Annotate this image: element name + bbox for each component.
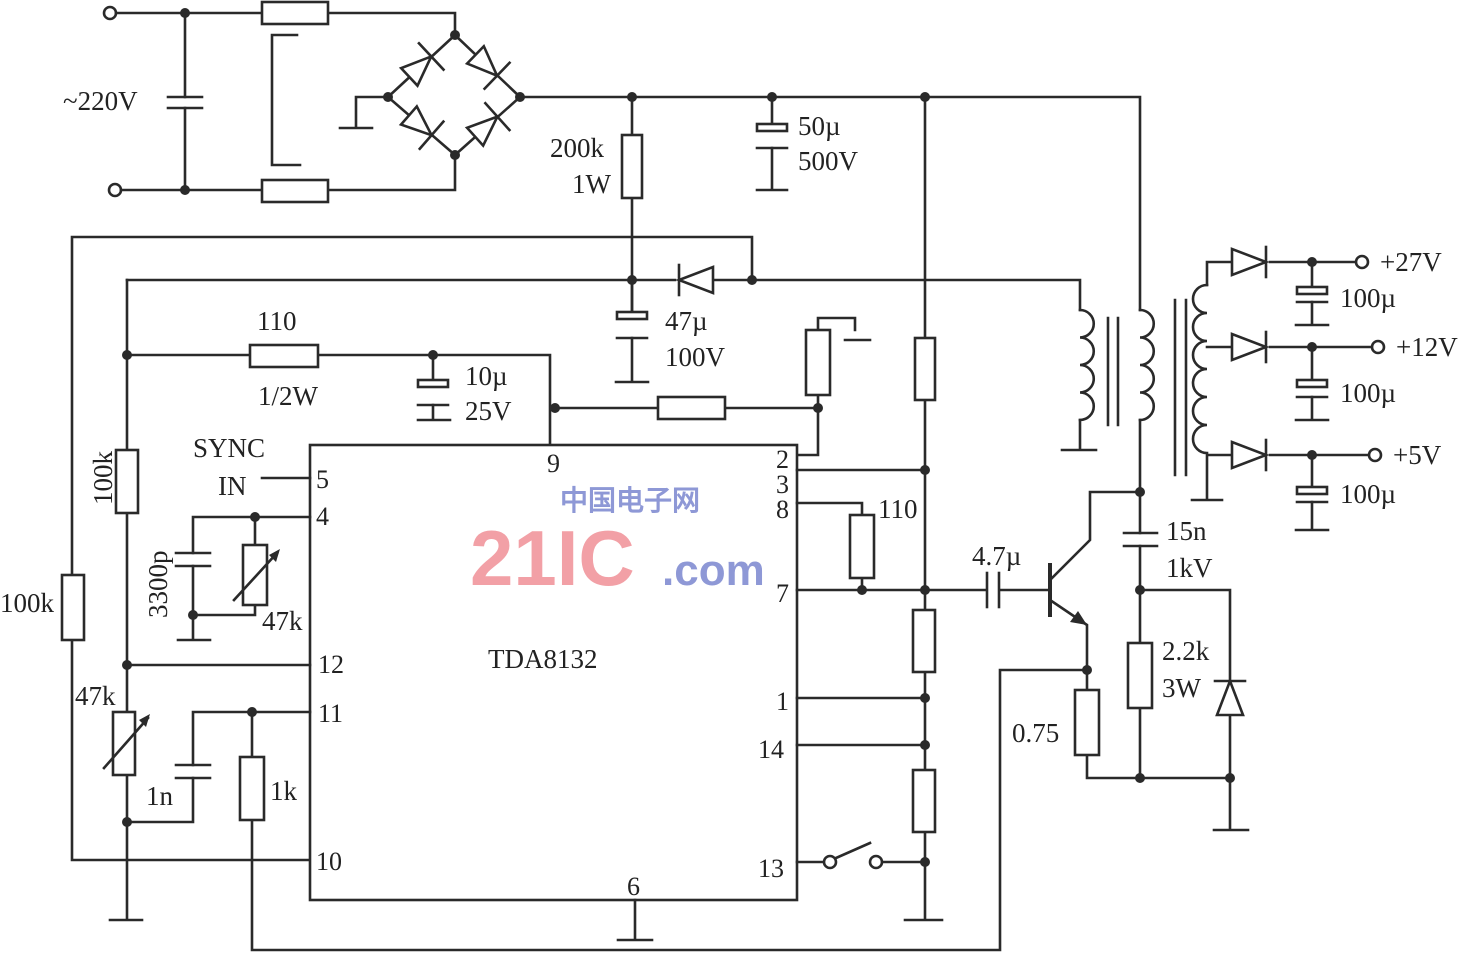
ac-input-label: ~220V — [63, 86, 138, 116]
pin-10: 10 — [316, 847, 342, 876]
c-out-12-label: 100µ — [1340, 378, 1396, 408]
capacitor-50u — [755, 122, 789, 133]
capacitor-10u — [416, 378, 450, 389]
resistor-110 — [248, 343, 320, 369]
resistor-100k — [114, 448, 140, 515]
r-100k-inner-label: 100k — [88, 451, 118, 506]
c-3300p-label: 3300p — [143, 551, 173, 619]
vr-47k-osc-label: 47k — [262, 606, 303, 636]
c-47u-label: 47µ — [665, 306, 708, 336]
c-50u-label: 50µ — [798, 111, 841, 141]
r-100k-outer-label: 100k — [0, 588, 55, 618]
variable-resistor-47k-osc — [241, 543, 269, 607]
sync-label: SYNC — [193, 433, 265, 463]
output-terminal-27v — [1354, 254, 1370, 270]
r-2-2k-label: 2.2k — [1162, 636, 1210, 666]
output-terminal-12v — [1370, 339, 1386, 355]
resistor-100k-outer — [60, 573, 86, 642]
sync-in-label: IN — [218, 471, 247, 501]
pin-6: 6 — [627, 872, 640, 901]
resistor-0-75 — [1073, 688, 1101, 757]
c-out-27-label: 100µ — [1340, 283, 1396, 313]
out-27v-label: +27V — [1380, 247, 1442, 277]
out-5v-label: +5V — [1393, 440, 1442, 470]
c-15n-label: 15n — [1166, 516, 1207, 546]
r-110-label: 110 — [257, 306, 297, 336]
r-110-pin8-label: 110 — [878, 494, 918, 524]
c-15n-voltage-label: 1kV — [1166, 553, 1213, 583]
pin-3: 3 — [776, 470, 789, 499]
pin-7: 7 — [776, 579, 789, 608]
c-10u-label: 10µ — [465, 361, 508, 391]
pin-14: 14 — [758, 735, 784, 764]
resistor-110-pin8 — [848, 513, 876, 580]
r-1k-label: 1k — [270, 776, 298, 806]
switch — [822, 854, 838, 870]
resistor-1k — [238, 755, 266, 822]
resistor-200k — [620, 133, 644, 200]
bridge-rectifier — [338, 30, 525, 160]
r-0-75-label: 0.75 — [1012, 718, 1059, 748]
out-12v-label: +12V — [1396, 332, 1458, 362]
resistor — [911, 768, 937, 834]
input-terminal — [107, 182, 123, 198]
pin-11: 11 — [318, 699, 343, 728]
watermark-logo: 中国电子网 21IC .com — [470, 484, 765, 602]
r-200k-power-label: 1W — [572, 169, 612, 199]
resistor — [911, 608, 937, 674]
watermark-domain: .com — [662, 546, 765, 595]
r-200k-label: 200k — [550, 133, 605, 163]
transformer — [1078, 260, 1374, 502]
ac-input-section: ~220V — [63, 0, 457, 204]
vr-47k-label: 47k — [75, 681, 116, 711]
resistor — [260, 0, 330, 26]
c-50u-voltage-label: 500V — [798, 146, 859, 176]
capacitor-47u — [615, 310, 649, 321]
watermark-chinese: 中国电子网 — [560, 484, 700, 517]
pin-12: 12 — [318, 650, 344, 679]
ic-label: TDA8132 — [488, 644, 598, 674]
c-10u-voltage-label: 25V — [465, 396, 512, 426]
pin-5: 5 — [316, 465, 329, 494]
watermark-text: 21IC — [470, 514, 635, 602]
c-out-5-label: 100µ — [1340, 479, 1396, 509]
resistor — [804, 328, 832, 397]
pin-13: 13 — [758, 854, 784, 883]
pin-4: 4 — [316, 502, 329, 531]
c-4-7u-label: 4.7µ — [972, 541, 1021, 571]
resistor — [260, 178, 330, 204]
output-terminal-5v — [1367, 447, 1383, 463]
c-1n-label: 1n — [146, 781, 174, 811]
pin-1: 1 — [776, 687, 789, 716]
resistor — [656, 395, 727, 421]
pin-2: 2 — [776, 445, 789, 474]
input-terminal — [102, 5, 118, 21]
r-110-power-label: 1/2W — [258, 381, 319, 411]
c-47u-voltage-label: 100V — [665, 342, 726, 372]
resistor-2-2k — [1126, 641, 1154, 710]
r-2-2k-power-label: 3W — [1162, 673, 1202, 703]
resistor — [913, 336, 937, 402]
pin-9: 9 — [547, 449, 560, 478]
ic-tda8132 — [308, 443, 799, 902]
pin-8: 8 — [776, 495, 789, 524]
